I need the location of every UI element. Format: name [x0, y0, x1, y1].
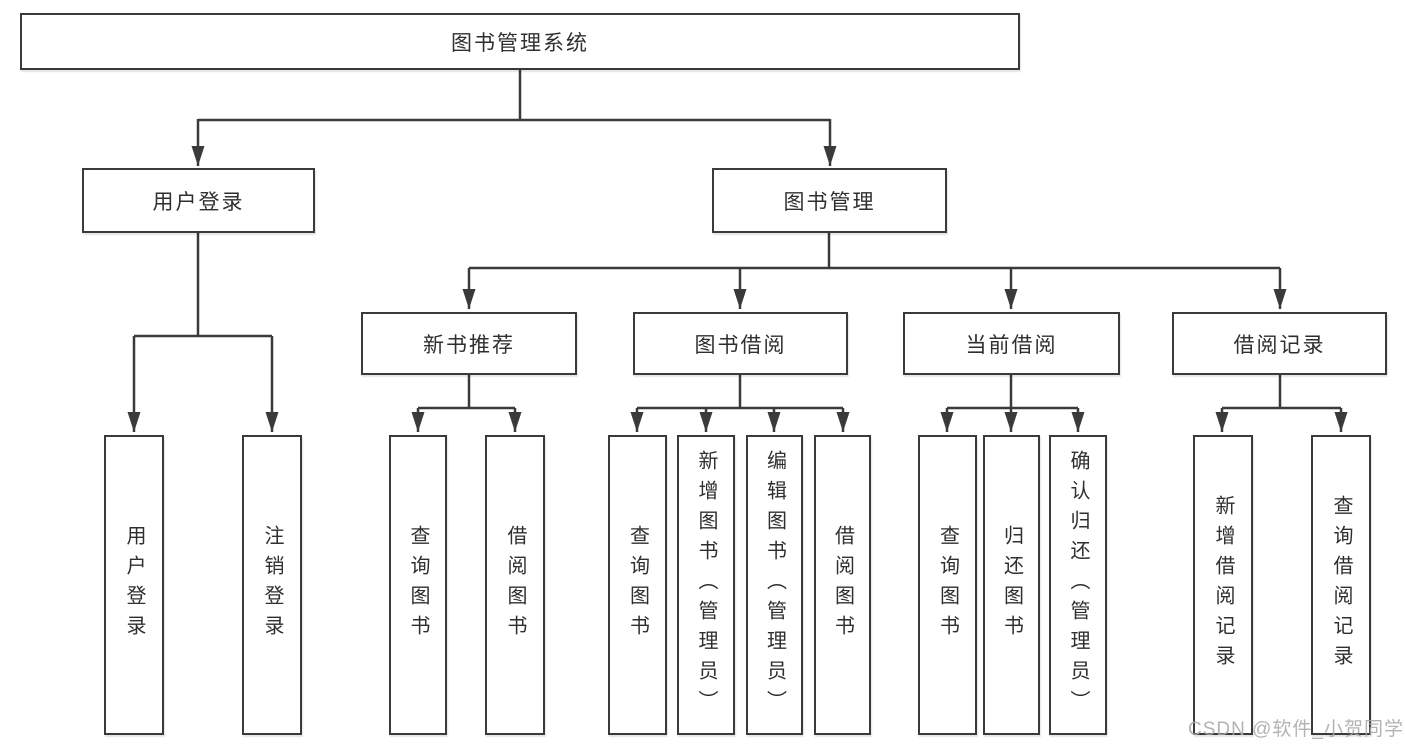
- leaf-br-add-record: 新增借阅记录: [1193, 435, 1253, 735]
- leaf-bb-edit-books-admin: 编辑图书（管理员）: [746, 435, 803, 735]
- node-root: 图书管理系统: [20, 13, 1020, 70]
- leaf-nb-borrow-books: 借阅图书: [485, 435, 545, 735]
- node-book-management: 图书管理: [712, 168, 947, 233]
- node-new-book-recommendation: 新书推荐: [361, 312, 577, 375]
- leaf-user-login: 用户登录: [104, 435, 164, 735]
- leaf-cb-query-books: 查询图书: [918, 435, 977, 735]
- leaf-nb-query-books: 查询图书: [389, 435, 447, 735]
- node-borrowing-records: 借阅记录: [1172, 312, 1387, 375]
- leaf-br-query-record: 查询借阅记录: [1311, 435, 1371, 735]
- leaf-bb-borrow-books: 借阅图书: [814, 435, 871, 735]
- leaf-bb-add-books-admin: 新增图书（管理员）: [677, 435, 735, 735]
- node-user-login: 用户登录: [82, 168, 315, 233]
- node-current-borrowing: 当前借阅: [903, 312, 1120, 375]
- leaf-bb-query-books: 查询图书: [608, 435, 667, 735]
- leaf-cb-return-books: 归还图书: [983, 435, 1040, 735]
- leaf-cb-confirm-return-admin: 确认归还（管理员）: [1049, 435, 1107, 735]
- node-book-borrowing: 图书借阅: [633, 312, 848, 375]
- watermark: CSDN @软件_小贺同学: [1188, 719, 1404, 740]
- leaf-logout-login: 注销登录: [242, 435, 302, 735]
